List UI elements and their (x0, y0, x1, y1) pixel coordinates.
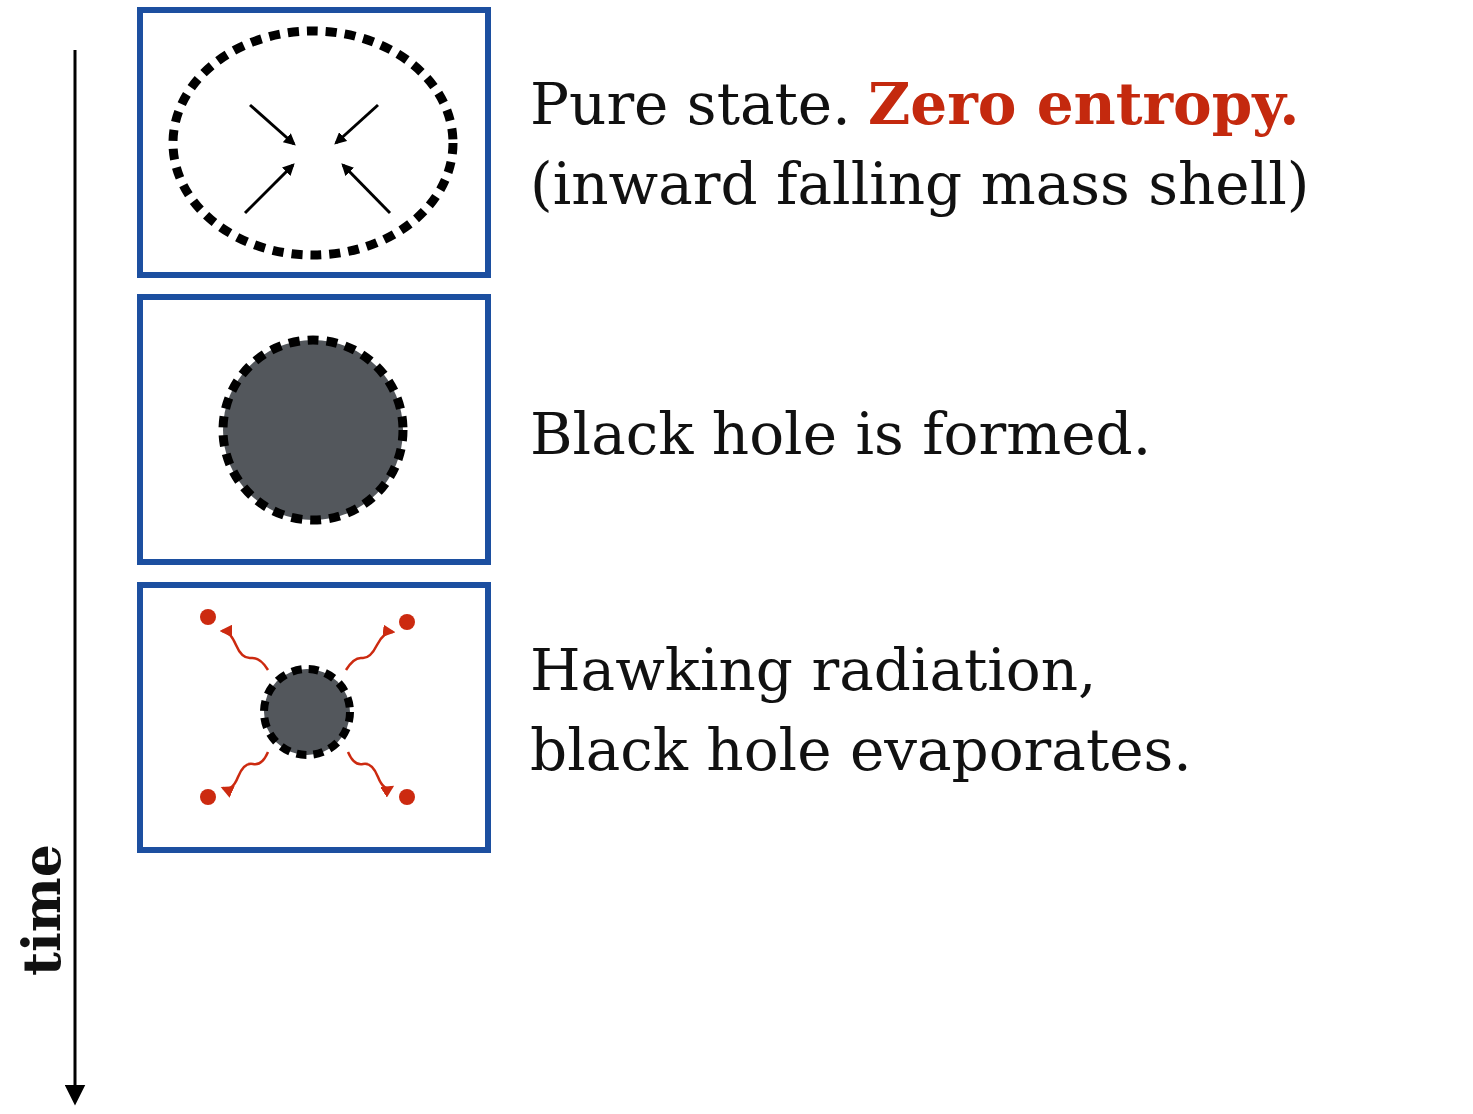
caption-text: Hawking radiation, black hole evaporates… (530, 636, 1192, 784)
emphasis-text: Zero entropy. (868, 70, 1300, 138)
text-line: Hawking radiation, black hole evaporates… (530, 630, 1198, 790)
caption-text: Black hole is formed. (530, 400, 1151, 468)
time-axis (74, 50, 77, 1095)
mass-shell (173, 31, 453, 255)
panel-frame (140, 585, 488, 850)
text-line: (inward falling mass shell) (530, 150, 1309, 220)
panel-frame (140, 297, 488, 562)
caption-text: Pure state. (530, 70, 851, 138)
radiation-particles (200, 609, 415, 805)
black-hole (223, 340, 403, 520)
text-line: Black hole is formed. (530, 400, 1151, 470)
hawking-rays (222, 631, 393, 789)
black-hole (264, 669, 350, 755)
caption-text: (inward falling mass shell) (530, 150, 1309, 218)
axis-label: time (16, 844, 68, 976)
panel-frame (140, 10, 488, 275)
text-line: Pure state.Zero entropy. (530, 70, 1300, 140)
infall-arrows (245, 105, 390, 213)
